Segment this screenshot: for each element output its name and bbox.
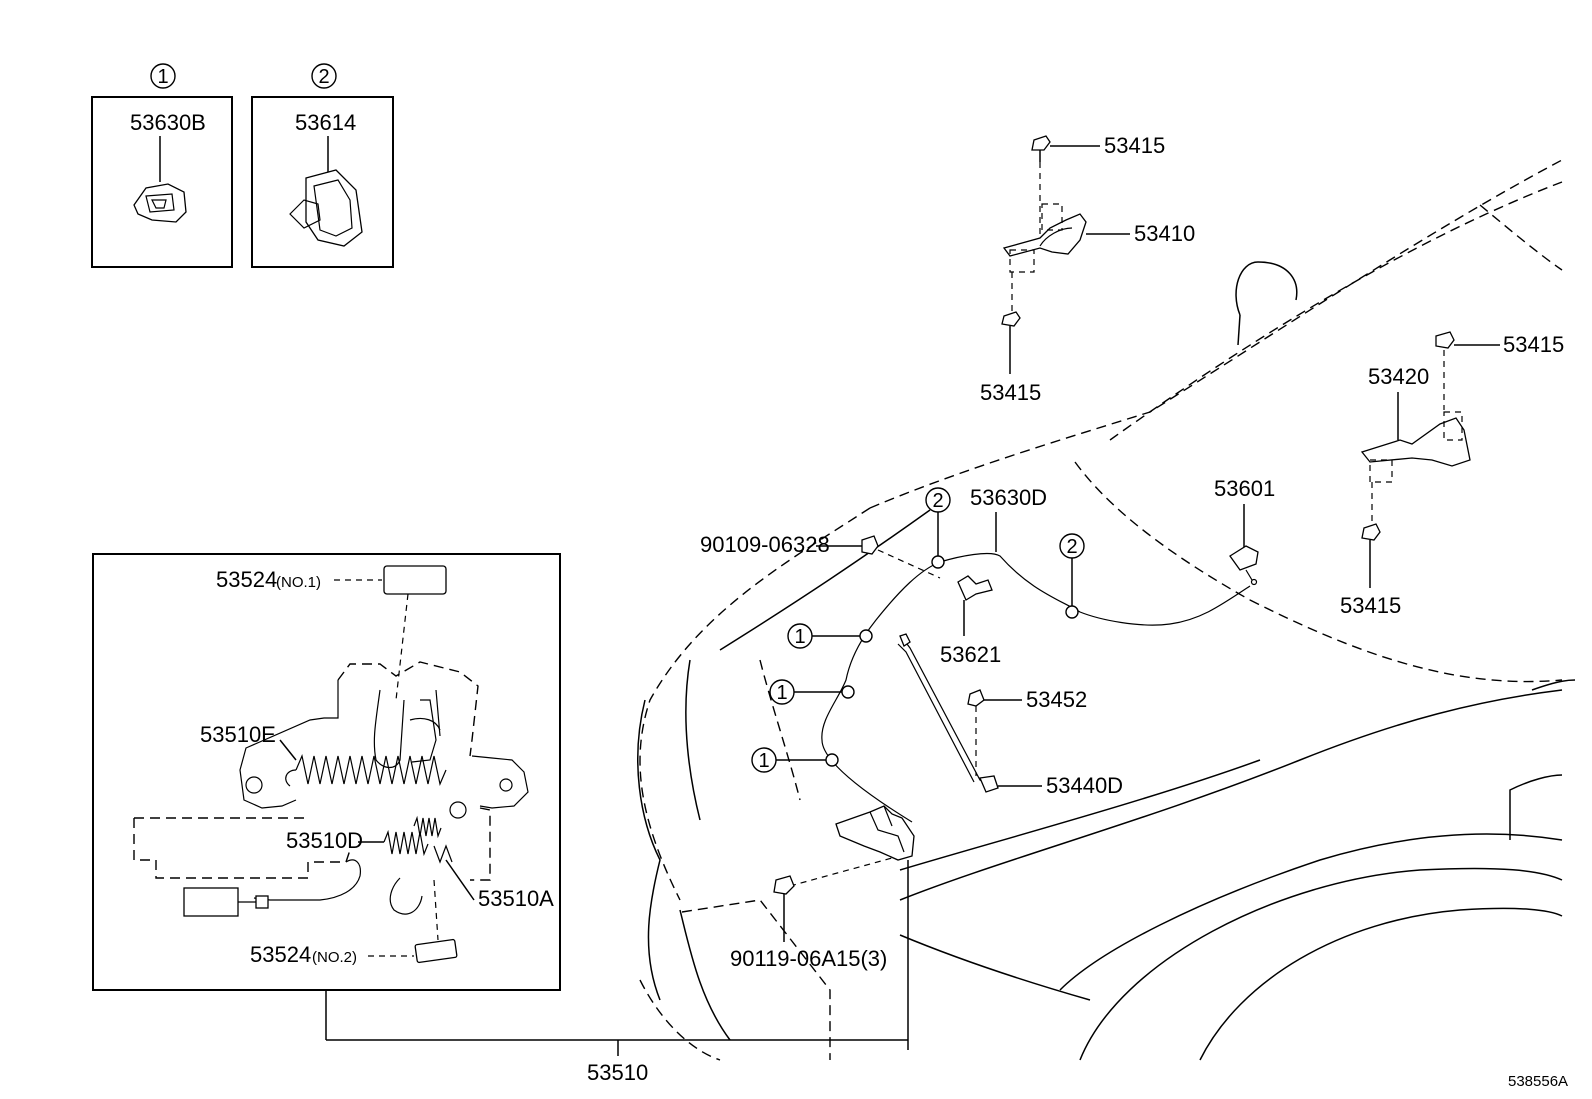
- part-53415-right-bottom-label: 53415: [1340, 593, 1401, 618]
- vehicle-outline: [637, 159, 1576, 1061]
- part-53524-no1-label: 53524: [216, 567, 277, 592]
- part-53510D-label: 53510D: [286, 828, 363, 853]
- part-53510-bracket: 53510: [325, 990, 908, 1085]
- callout-1-cable-b: 1: [776, 682, 787, 704]
- part-53524-no2-note: (NO.2): [312, 949, 357, 966]
- hood-hinge-left: 53415 53410 53415: [980, 133, 1195, 405]
- callout-1-label: 1: [157, 66, 168, 88]
- callout-1-cable-a: 1: [794, 626, 805, 648]
- part-53510A-label: 53510A: [478, 886, 554, 911]
- latch-detail-inset: 53524 (NO.1) 53510E 53510D: [92, 553, 561, 991]
- part-53621-label: 53621: [940, 642, 1001, 667]
- part-53420-label: 53420: [1368, 364, 1429, 389]
- part-90119-06A15-label: 90119-06A15(3): [730, 946, 887, 971]
- callout-2-cable-a: 2: [932, 490, 943, 512]
- callout-1-cable-c: 1: [758, 750, 769, 772]
- part-53415-bottom-left-label: 53415: [980, 380, 1041, 405]
- part-53630B-label: 53630B: [130, 110, 206, 135]
- illustration-id: 538556A: [1508, 1073, 1568, 1090]
- part-53630D-label: 53630D: [970, 485, 1047, 510]
- inset-clip-2: 2 53614: [251, 63, 394, 268]
- part-53510E-label: 53510E: [200, 722, 276, 747]
- hood-hinge-right: 53415 53420 53415: [1340, 331, 1564, 618]
- part-53415-right-top-label: 53415: [1503, 332, 1564, 357]
- hood-release-cable: 53601 53630D 2 2 1 1 1 90109-06328: [700, 476, 1275, 1050]
- part-90109-06328-label: 90109-06328: [700, 532, 830, 557]
- inset-clip-1: 1 53630B: [91, 63, 233, 268]
- part-53524-no1-note: (NO.1): [276, 574, 321, 591]
- callout-2-cable-b: 2: [1066, 536, 1077, 558]
- part-53510-label: 53510: [587, 1060, 648, 1085]
- part-53524-no2-label: 53524: [250, 942, 311, 967]
- part-53440D-label: 53440D: [1046, 773, 1123, 798]
- callout-2-label: 2: [318, 66, 329, 88]
- part-53415-top-label: 53415: [1104, 133, 1165, 158]
- part-53410-label: 53410: [1134, 221, 1195, 246]
- part-53614-label: 53614: [295, 110, 356, 135]
- part-53452-label: 53452: [1026, 687, 1087, 712]
- part-53601-label: 53601: [1214, 476, 1275, 501]
